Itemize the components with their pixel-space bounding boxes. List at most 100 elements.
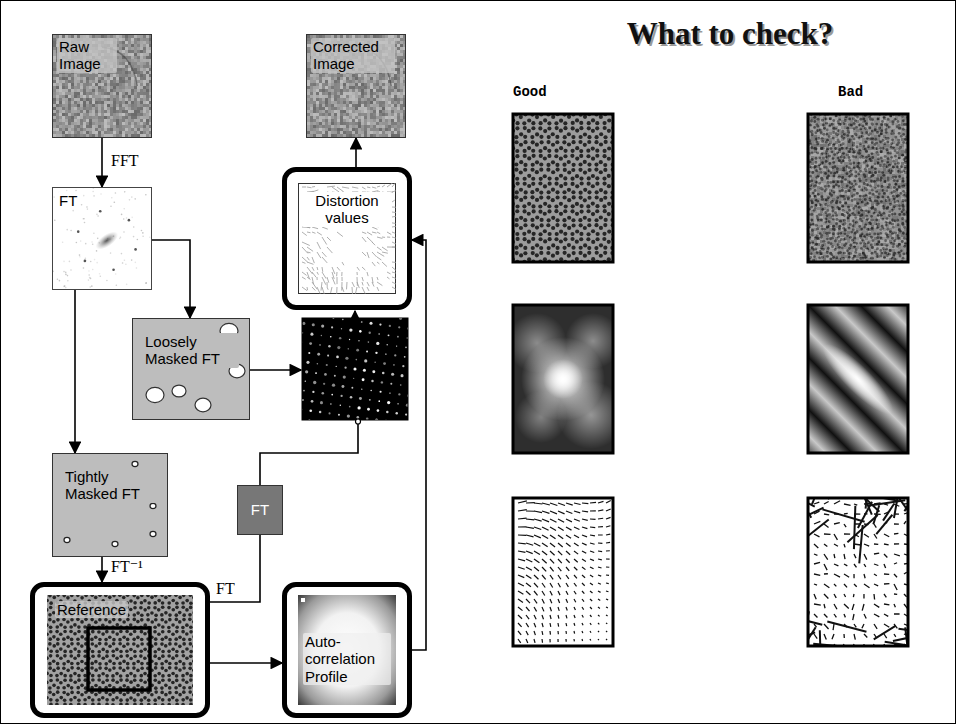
lattice-dot [607, 101, 611, 105]
lattice-dot [563, 223, 567, 227]
lattice-dot [586, 237, 590, 241]
masked-spot [315, 372, 317, 374]
lattice-dot [603, 196, 607, 200]
lattice-dot [530, 168, 534, 172]
lattice-dot [503, 253, 507, 257]
lattice-dot [850, 231, 853, 234]
lattice-dot [499, 93, 503, 97]
lattice-dot [912, 242, 915, 245]
lattice-dot [572, 195, 576, 199]
lattice-dot [503, 198, 507, 202]
lattice-dot [591, 146, 595, 150]
lattice-dot [799, 167, 802, 170]
lattice-dot [874, 171, 877, 174]
lattice-dot [798, 187, 801, 190]
lattice-dot [854, 100, 857, 103]
masked-spectrum-content [299, 315, 411, 423]
lattice-dot [490, 176, 494, 180]
lattice-dot [515, 177, 519, 181]
lattice-dot [543, 229, 547, 233]
lattice-dot [503, 143, 507, 147]
lattice-dot [814, 165, 817, 168]
lattice-dot [607, 91, 611, 95]
lattice-dot [548, 177, 552, 181]
lattice-dot [503, 226, 507, 230]
lattice-dot [551, 143, 555, 147]
masked-spot [382, 372, 385, 375]
lattice-dot [797, 137, 800, 140]
lattice-dot [503, 215, 507, 219]
lattice-dot [499, 251, 503, 255]
lattice-dot [801, 153, 804, 156]
lattice-dot [627, 232, 631, 236]
lattice-dot [506, 182, 510, 186]
lattice-dot [587, 251, 591, 255]
lattice-dot [791, 256, 794, 259]
lattice-dot [853, 237, 856, 240]
masked-spot [305, 380, 306, 381]
lattice-dot [602, 265, 606, 269]
lattice-dot [571, 168, 575, 172]
lattice-dot [527, 174, 531, 178]
lattice-dot [578, 168, 582, 172]
lattice-dot [619, 218, 623, 222]
lattice-dot [841, 213, 844, 216]
lattice-dot [841, 147, 844, 150]
lattice-dot [818, 97, 821, 100]
lattice-dot [554, 204, 558, 208]
lattice-dot [539, 246, 543, 250]
lattice-dot [814, 207, 817, 210]
lattice-dot [531, 163, 535, 167]
lattice-dot [531, 251, 535, 255]
lattice-dot [591, 129, 595, 133]
good-reference-thumbnail-content [490, 91, 631, 272]
lattice-dot [579, 98, 583, 102]
lattice-dot [567, 243, 571, 247]
lattice-dot [913, 177, 916, 180]
lattice-dot [917, 259, 920, 262]
lattice-dot [594, 246, 598, 250]
lattice-dot [914, 101, 917, 104]
masked-spot [378, 333, 379, 334]
masked-spot [402, 365, 404, 367]
lattice-dot [535, 115, 539, 119]
lattice-dot [615, 226, 619, 230]
lattice-dot [498, 112, 502, 116]
lattice-dot [491, 121, 495, 125]
lattice-dot [495, 91, 499, 95]
lattice-dot [595, 190, 599, 194]
lattice-dot [514, 107, 518, 111]
masked-spot [361, 388, 362, 389]
lattice-dot [527, 230, 531, 234]
lattice-dot [917, 162, 920, 165]
lattice-dot [523, 126, 527, 130]
lattice-dot [862, 117, 865, 120]
lattice-dot [499, 190, 503, 194]
lattice-dot [886, 101, 889, 104]
lattice-dot [599, 142, 603, 146]
lattice-dot [623, 174, 627, 178]
lattice-dot [539, 107, 543, 111]
lattice-dot [580, 210, 584, 214]
lattice-dot [511, 101, 515, 105]
lattice-dot [530, 195, 534, 199]
masked-spot [364, 359, 367, 362]
lattice-dot [523, 209, 527, 213]
lattice-dot [799, 156, 802, 159]
thumbnail-border [302, 318, 408, 420]
lattice-dot [917, 106, 920, 109]
lattice-dot [910, 211, 913, 214]
lattice-dot [595, 93, 599, 97]
lattice-dot [499, 232, 503, 236]
lattice-dot [881, 103, 884, 106]
lattice-dot [527, 101, 531, 105]
lattice-dot [916, 199, 919, 202]
lattice-dot [547, 246, 551, 250]
lattice-dot [531, 140, 535, 144]
lattice-dot [861, 104, 864, 107]
lattice-dot [490, 182, 494, 186]
lattice-dot [798, 137, 801, 140]
lattice-dot [603, 149, 607, 153]
lattice-dot [579, 177, 583, 181]
